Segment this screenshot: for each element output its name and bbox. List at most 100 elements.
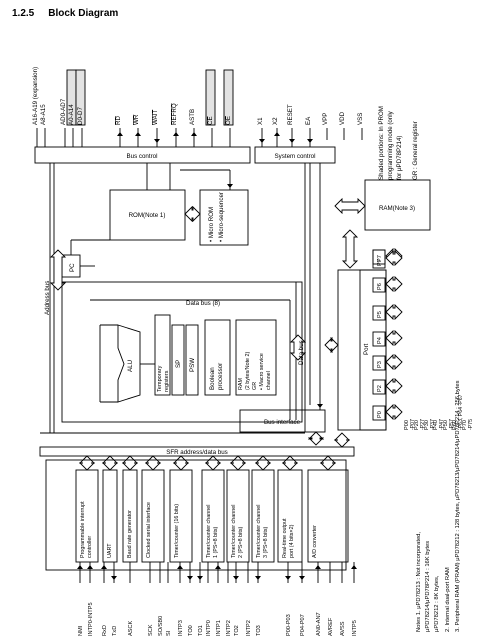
pin-arrow xyxy=(215,565,221,569)
port-pin-name: P30 xyxy=(424,420,430,430)
pin-arrow xyxy=(233,576,239,580)
micro-rom-label: • Micro ROM xyxy=(208,207,215,242)
ram-arrow xyxy=(334,197,366,215)
port-cell-p5 xyxy=(372,305,386,321)
bottom-pin-15: INTP2 xyxy=(246,620,252,636)
bottom-pin-6: SO/SB0 xyxy=(158,616,164,636)
bottom-pin-13: INTP2 xyxy=(226,620,232,636)
peripheral-label: Timer/counter (16 bits) xyxy=(174,504,180,558)
signal-label-ea: EA xyxy=(305,116,312,125)
peripheral-bus-arrow xyxy=(281,455,299,471)
signal-arrow xyxy=(173,132,179,136)
note-1: Notes 1. μPD78213 : Not incorporated, xyxy=(416,532,422,632)
signal-arrow xyxy=(259,139,265,143)
peripheral-label: 3 (PS=8 bits) xyxy=(263,526,269,558)
port-cell-label-p7: P7 xyxy=(377,255,383,262)
bottom-pin-12: INTP1 xyxy=(216,620,222,636)
ram-port-arrow xyxy=(341,229,359,269)
psw-label: PSW xyxy=(189,358,196,372)
signal-arrow xyxy=(191,132,197,136)
inner-ram-label: • Macro service xyxy=(259,353,265,390)
inner-ram-label: (2 bytes/Note 2) xyxy=(245,351,251,390)
port-pin-arrow xyxy=(385,275,403,293)
signal-label-a16-a19-expansion-: A16-A19 (expansion) xyxy=(32,67,39,125)
port-pin-name: P20 xyxy=(414,420,420,430)
ctrl-arrow xyxy=(227,184,233,188)
peripheral-label: controller xyxy=(87,536,93,558)
pin-arrow xyxy=(87,565,93,569)
bottom-pin-11: INTP0 xyxy=(206,620,212,636)
pin-arrow xyxy=(351,565,357,569)
bottom-pin-2: RxD xyxy=(102,625,108,636)
port-pin-arrow xyxy=(385,377,403,395)
bus-interface-label: Bus interface xyxy=(264,419,301,426)
port-pin-range: -P47 xyxy=(439,419,445,430)
bottom-pin-17: P00-P03 xyxy=(286,614,292,636)
note-2: μPD78214/μPD78P214 : 16K bytes xyxy=(425,541,431,632)
shaded-note: for μPD78P214) xyxy=(396,136,403,181)
peripheral-label: Programmable interrupt xyxy=(80,501,86,558)
rom-micro-arrow xyxy=(184,205,201,223)
peripheral-bus-arrow xyxy=(204,455,222,471)
port-pin-range: -P27 xyxy=(420,419,426,430)
bottom-pin-0: NMI xyxy=(78,625,84,636)
port-cell-label-p4: P4 xyxy=(377,337,383,344)
signal-label-wait: WAIT xyxy=(152,110,159,125)
inner-ram-block xyxy=(235,319,277,396)
system-control-label: System control xyxy=(275,153,316,160)
port-cell-label-p2: P2 xyxy=(377,385,383,392)
bottom-pin-5: SCK xyxy=(148,624,154,636)
pin-arrow xyxy=(187,576,193,580)
sp-label: SP xyxy=(175,360,182,368)
peripheral-label: port (4 bits×2) xyxy=(289,524,295,558)
bottom-pin-20: AVREF xyxy=(328,617,334,636)
shaded-note: Shaded portions: In PROM xyxy=(378,106,385,180)
signal-arrow xyxy=(117,132,123,136)
address-bus-label: Address bus xyxy=(44,281,51,315)
pc-arrow xyxy=(49,249,67,291)
signal-label-reset: RESET xyxy=(287,104,294,125)
sp-block xyxy=(171,324,185,396)
signal-label-ce: CE xyxy=(207,116,214,125)
gr-note: GR : General register xyxy=(412,121,419,180)
signal-arrow xyxy=(154,139,160,143)
port-inner-block xyxy=(359,269,387,431)
bottom-pin-18: P04-P07 xyxy=(300,614,306,636)
diagram-shapes xyxy=(34,69,431,583)
pin-arrow xyxy=(177,565,183,569)
signal-label-x1: X1 xyxy=(257,117,264,125)
bottom-pin-8: INTP3 xyxy=(178,620,184,636)
bus-interface-arrow xyxy=(307,431,325,446)
psw-block xyxy=(185,324,199,396)
signal-arrow xyxy=(307,139,313,143)
shaded-prom-mark xyxy=(75,69,86,126)
signal-label-a8-a15: A8-A15 xyxy=(40,104,47,125)
pin-arrow xyxy=(111,576,117,580)
peripheral-label: Timer/counter channel xyxy=(256,505,262,558)
port-cell-label-p7-top: P7 xyxy=(377,259,383,266)
peripheral-bus-arrow xyxy=(229,455,247,471)
port-pin-range: -P75 xyxy=(468,419,474,430)
peripheral-label: Timer/counter channel xyxy=(206,505,212,558)
ram-label: RAM(Note 3) xyxy=(379,205,415,212)
port-pin-name: P60 xyxy=(452,420,458,430)
inner-ram-label: RAM xyxy=(238,378,244,390)
signal-label-vss: VSS xyxy=(357,113,364,125)
shaded-prom-mark xyxy=(223,69,234,126)
pin-arrow xyxy=(299,576,305,580)
peripheral-label: 2 (PS=8 bits) xyxy=(238,526,244,558)
pin-arrow xyxy=(255,576,261,580)
port-pin-range: -P07 xyxy=(410,419,416,430)
port-pin-range: -P57 xyxy=(449,419,455,430)
bus-control-label: Bus control xyxy=(127,153,158,160)
ram-block xyxy=(364,179,431,231)
port-pin-name: P70 xyxy=(462,420,468,430)
port-cell-p7 xyxy=(372,249,386,269)
bottom-pin-4: ASCK xyxy=(128,620,134,636)
micro-sequencer-label: • Micro-sequencer xyxy=(218,192,225,242)
note-4: 2. Internal dual-port RAM xyxy=(445,567,451,632)
pin-arrow xyxy=(101,565,107,569)
bottom-pin-7: SI xyxy=(166,630,172,636)
alu-label: ALU xyxy=(127,360,134,372)
